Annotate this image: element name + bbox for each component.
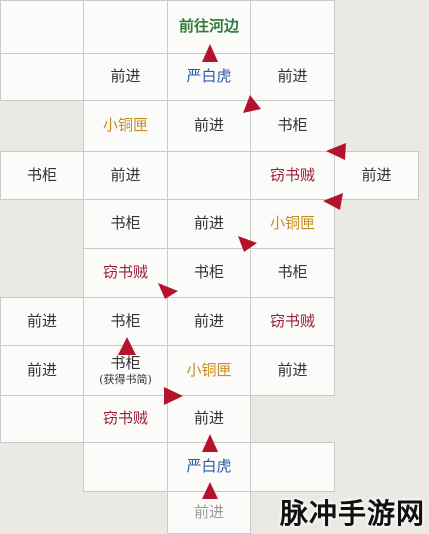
map-cell-empty	[250, 0, 335, 54]
map-cell-advance[interactable]: 前进	[167, 100, 251, 152]
map-cell-empty	[0, 0, 84, 54]
route-arrow-right-icon	[164, 387, 183, 405]
route-arrow-up-icon	[202, 44, 218, 62]
route-arrow-up-icon	[202, 482, 218, 499]
map-cell-book-thief[interactable]: 窃书贼	[83, 395, 168, 443]
map-cell-advance[interactable]: 前进	[83, 53, 168, 101]
map-cell-advance[interactable]: 前进	[250, 345, 335, 396]
map-cell-empty	[0, 53, 84, 101]
route-arrow-right-icon	[158, 283, 178, 299]
map-cell-advance[interactable]: 前进	[250, 53, 335, 101]
map-cell-advance[interactable]: 前进	[334, 151, 419, 200]
map-cell-bookshelf[interactable]: 书柜	[250, 100, 335, 152]
obtain-scroll-note: (获得书简)	[99, 372, 152, 386]
map-cell-book-thief[interactable]: 窃书贼	[250, 297, 335, 346]
route-arrow-left-icon	[323, 193, 343, 210]
map-cell-empty	[83, 0, 168, 54]
map-cell-advance[interactable]: 前进	[83, 151, 168, 200]
map-cell-book-thief[interactable]: 窃书贼	[250, 151, 335, 200]
map-cell-empty	[250, 442, 335, 492]
map-cell-advance[interactable]: 前进	[167, 199, 251, 249]
map-cell-bookshelf[interactable]: 书柜	[250, 248, 335, 298]
bookshelf-label: 书柜	[110, 353, 141, 372]
route-arrow-up-icon	[202, 434, 218, 452]
map-cell-advance[interactable]: 前进	[0, 297, 84, 346]
map-cell-bookshelf[interactable]: 书柜	[83, 297, 168, 346]
map-cell-empty	[167, 151, 251, 200]
map-cell-bookshelf-with-scroll[interactable]: 书柜 (获得书简)	[83, 345, 168, 396]
route-arrow-right-icon	[238, 236, 257, 252]
site-watermark: 脉冲手游网	[279, 497, 425, 530]
map-cell-advance[interactable]: 前进	[167, 297, 251, 346]
map-cell-bookshelf[interactable]: 书柜	[167, 248, 251, 298]
route-arrow-up-icon	[118, 337, 136, 355]
map-cell-bookshelf[interactable]: 书柜	[0, 151, 84, 200]
map-cell-bronze-box[interactable]: 小铜匣	[250, 199, 335, 249]
map-cell-empty	[83, 442, 168, 492]
route-arrow-left-icon	[326, 143, 346, 160]
map-cell-advance[interactable]: 前进	[0, 345, 84, 396]
route-arrow-up-icon	[243, 95, 261, 113]
map-cell-empty	[0, 395, 84, 443]
map-cell-bookshelf[interactable]: 书柜	[83, 199, 168, 249]
